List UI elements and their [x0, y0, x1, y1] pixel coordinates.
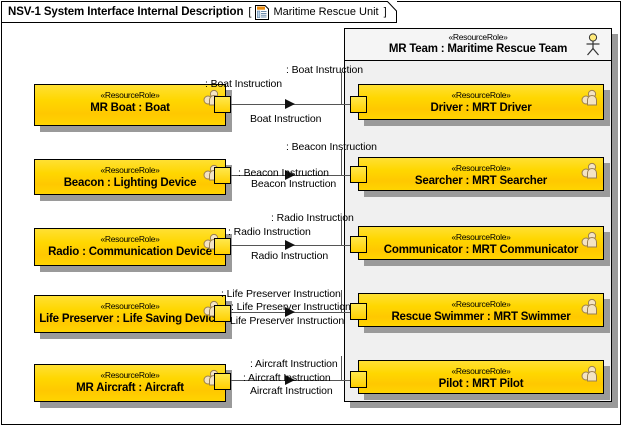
resource-role-icon	[581, 89, 599, 106]
connector-dropline-radio	[341, 220, 342, 246]
connector-dropline-aircraft	[341, 356, 342, 381]
container-header: «ResourceRole» MR Team : Maritime Rescue…	[345, 29, 611, 61]
actor-icon	[583, 33, 603, 57]
node-name: MR Aircraft : Aircraft	[76, 382, 184, 394]
node-name: Radio : Communication Device	[48, 246, 212, 258]
port-aircraft-source[interactable]	[214, 373, 231, 390]
connector-source-label-beacon: : Beacon Instruction	[238, 167, 329, 179]
port-pilot-target[interactable]	[350, 371, 367, 388]
connector-dropline-life-preserver	[341, 290, 342, 313]
port-communicator-target[interactable]	[350, 236, 367, 253]
port-boat-source[interactable]	[214, 96, 231, 113]
connector-source-label-life-preserver: : Life Preserver Instruction	[231, 301, 351, 313]
node-stereotype: «ResourceRole»	[451, 299, 511, 309]
connector-link-label-life-preserver: Life Preserver Instruction	[230, 315, 345, 327]
node-life-preserver[interactable]: «ResourceRole» Life Preserver : Life Sav…	[34, 295, 226, 333]
node-name: Pilot : MRT Pilot	[438, 378, 524, 390]
node-stereotype: «ResourceRole»	[451, 163, 511, 173]
node-stereotype: «ResourceRole»	[451, 366, 511, 376]
node-beacon[interactable]: «ResourceRole» Beacon : Lighting Device	[34, 159, 226, 195]
connector-source-label-aircraft: : Aircraft Instruction	[243, 372, 331, 384]
container-name: MR Team : Maritime Rescue Team	[388, 43, 568, 55]
connector-target-label-life-preserver: : Life Preserver Instruction	[221, 288, 341, 300]
connector-arrow-life-preserver	[285, 307, 295, 317]
resource-role-icon	[581, 298, 599, 315]
connector-target-label-radio: : Radio Instruction	[271, 212, 354, 224]
resource-role-icon	[581, 162, 599, 179]
port-radio-source[interactable]	[214, 238, 231, 255]
connector-target-label-boat: : Boat Instruction	[286, 64, 363, 76]
document-icon	[255, 4, 270, 20]
connector-link-label-aircraft: Aircraft Instruction	[250, 385, 333, 397]
node-radio[interactable]: «ResourceRole» Radio : Communication Dev…	[34, 228, 226, 266]
resource-role-icon	[581, 365, 599, 382]
node-name: Rescue Swimmer : MRT Swimmer	[391, 311, 571, 323]
node-stereotype: «ResourceRole»	[100, 90, 160, 100]
port-rescue-swimmer-target[interactable]	[350, 303, 367, 320]
node-name: Beacon : Lighting Device	[63, 177, 197, 189]
title-tab-shape	[1, 1, 397, 23]
node-name: Life Preserver : Life Saving Device	[39, 313, 221, 325]
connector-source-label-radio: : Radio Instruction	[228, 226, 311, 238]
connector-dropline-beacon	[341, 149, 342, 176]
node-name: MR Boat : Boat	[90, 102, 170, 114]
connector-arrow-boat	[285, 99, 295, 109]
title-bracket-open: [	[248, 6, 252, 18]
connector-link-label-boat: Boat Instruction	[250, 113, 322, 125]
node-pilot[interactable]: «ResourceRole» Pilot : MRT Pilot	[358, 360, 604, 394]
diagram-context-name: Maritime Rescue Unit	[273, 6, 379, 18]
connector-link-label-radio: Radio Instruction	[251, 250, 329, 262]
node-stereotype: «ResourceRole»	[451, 90, 511, 100]
connector-dropline-boat	[341, 72, 342, 105]
page-title: NSV-1 System Interface Internal Descript…	[8, 6, 244, 18]
connector-arrow-aircraft	[285, 375, 295, 385]
connector-source-label-boat: : Boat Instruction	[205, 78, 282, 90]
node-searcher[interactable]: «ResourceRole» Searcher : MRT Searcher	[358, 157, 604, 191]
title-bracket-close: ]	[383, 6, 387, 18]
node-name: Searcher : MRT Searcher	[414, 175, 548, 187]
node-name: Communicator : MRT Communicator	[383, 244, 579, 256]
node-driver[interactable]: «ResourceRole» Driver : MRT Driver	[358, 84, 604, 120]
connector-target-label-beacon: : Beacon Instruction	[286, 141, 377, 153]
resource-role-icon	[581, 231, 599, 248]
node-rescue-swimmer[interactable]: «ResourceRole» Rescue Swimmer : MRT Swim…	[358, 293, 604, 327]
container-stereotype: «ResourceRole»	[448, 32, 508, 42]
node-mr-aircraft[interactable]: «ResourceRole» MR Aircraft : Aircraft	[34, 364, 226, 402]
connector-link-label-beacon: Beacon Instruction	[251, 178, 337, 190]
port-driver-target[interactable]	[350, 96, 367, 113]
port-searcher-target[interactable]	[350, 166, 367, 183]
node-stereotype: «ResourceRole»	[100, 165, 160, 175]
node-stereotype: «ResourceRole»	[100, 301, 160, 311]
port-life-preserver-source[interactable]	[214, 305, 231, 322]
node-stereotype: «ResourceRole»	[100, 234, 160, 244]
connector-target-label-aircraft: : Aircraft Instruction	[250, 358, 338, 370]
node-mr-boat[interactable]: «ResourceRole» MR Boat : Boat	[34, 84, 226, 126]
connector-arrow-beacon	[285, 170, 295, 180]
connector-arrow-radio	[285, 240, 295, 250]
node-stereotype: «ResourceRole»	[100, 370, 160, 380]
node-name: Driver : MRT Driver	[430, 102, 532, 114]
node-communicator[interactable]: «ResourceRole» Communicator : MRT Commun…	[358, 226, 604, 260]
diagram-title-tab: NSV-1 System Interface Internal Descript…	[1, 1, 397, 23]
node-stereotype: «ResourceRole»	[451, 232, 511, 242]
port-beacon-source[interactable]	[214, 167, 231, 184]
